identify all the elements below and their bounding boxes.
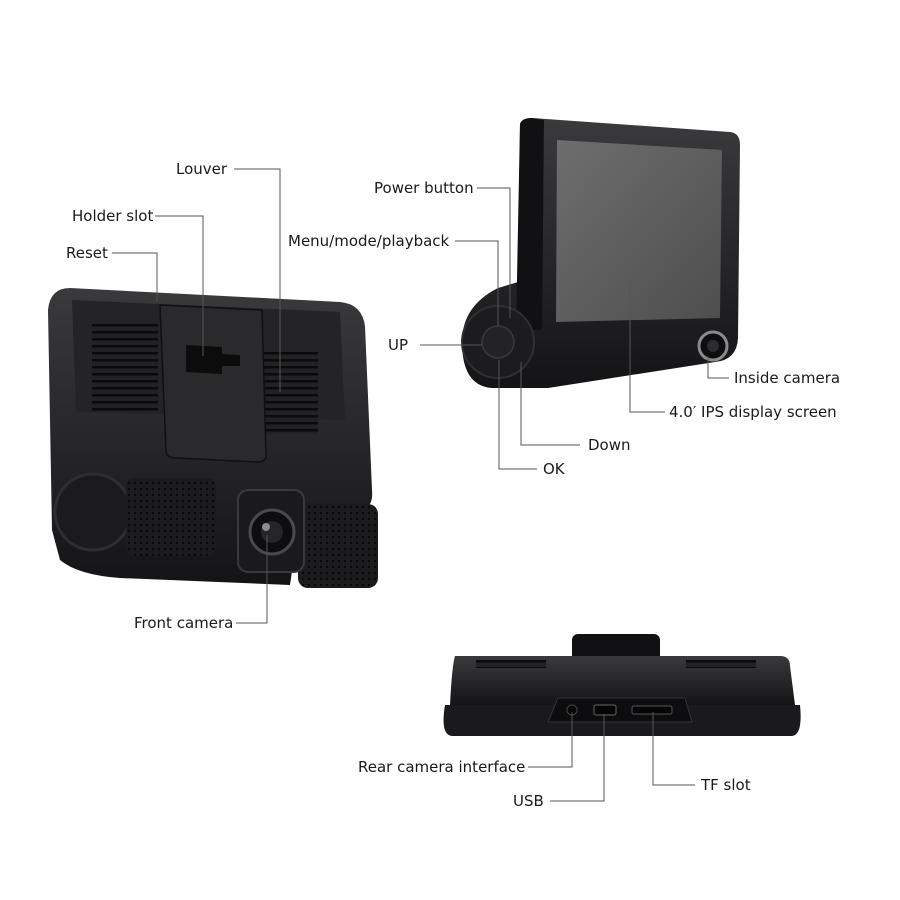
down-leader <box>520 362 580 446</box>
label-rear-camera-interface: Rear camera interface <box>358 758 526 776</box>
menu-leader <box>455 240 499 326</box>
tf-slot-leader <box>652 712 695 786</box>
holder-slot-leader <box>155 215 204 356</box>
label-tf-slot: TF slot <box>701 776 751 794</box>
reset-leader <box>112 252 158 301</box>
leader-lines <box>112 168 729 802</box>
display-screen <box>556 140 722 322</box>
usb-leader <box>550 714 605 802</box>
holder-mount <box>159 304 267 463</box>
label-front-camera: Front camera <box>134 614 234 632</box>
left-vent-grille <box>92 322 158 412</box>
front-view-dashcam <box>461 118 740 388</box>
usb-port <box>593 704 617 716</box>
rear-camera-leader <box>528 712 573 768</box>
right-vent-grille <box>262 352 318 434</box>
power-button-leader <box>477 187 511 318</box>
label-reset: Reset <box>66 244 108 262</box>
label-power-button: Power button <box>374 179 474 197</box>
inside-camera-leader <box>707 356 729 379</box>
label-louver: Louver <box>176 160 228 178</box>
left-speaker-grille <box>126 478 216 556</box>
louver-leader <box>234 168 281 392</box>
left-cylinder-end <box>53 472 133 552</box>
holder-slot-opening <box>186 345 240 374</box>
label-display-screen: 4.0′ IPS display screen <box>669 403 837 421</box>
label-menu-mode-playback: Menu/mode/playback <box>288 232 450 250</box>
label-down: Down <box>588 436 631 454</box>
display-screen-leader <box>629 282 665 413</box>
port-panel <box>547 697 693 723</box>
label-inside-camera: Inside camera <box>734 369 841 387</box>
label-ok: OK <box>543 460 565 478</box>
label-holder-slot: Holder slot <box>72 207 154 225</box>
label-up: UP <box>388 336 409 354</box>
ok-leader <box>498 360 537 470</box>
right-speaker-grille <box>298 504 378 588</box>
label-usb: USB <box>513 792 544 810</box>
bottom-view-dashcam <box>443 634 801 736</box>
front-camera-leader <box>236 535 268 624</box>
tf-card-slot <box>631 705 673 715</box>
back-view-dashcam <box>48 288 378 588</box>
